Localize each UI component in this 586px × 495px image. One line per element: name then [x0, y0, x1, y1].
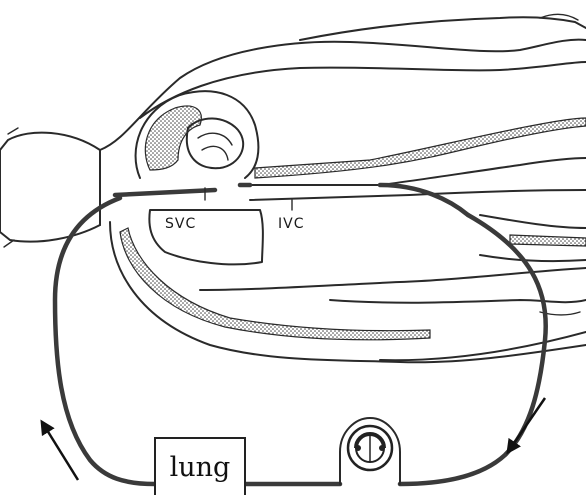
- return-line: [55, 198, 155, 484]
- ivc-label: IVC: [278, 216, 304, 232]
- patient-body: [0, 14, 586, 362]
- leg: [330, 300, 586, 303]
- pump-icon: [340, 418, 400, 484]
- flow-arrows: [42, 398, 545, 480]
- arm-upper: [300, 17, 586, 40]
- flow-arrow-down-icon: [508, 398, 545, 452]
- lung-oxygenator: lung: [155, 438, 245, 495]
- patient-head: [0, 133, 100, 242]
- drain-line: [400, 215, 546, 484]
- lung-label: lung: [170, 452, 231, 483]
- svc-label: SVC: [165, 216, 196, 232]
- spine-band: [255, 118, 586, 178]
